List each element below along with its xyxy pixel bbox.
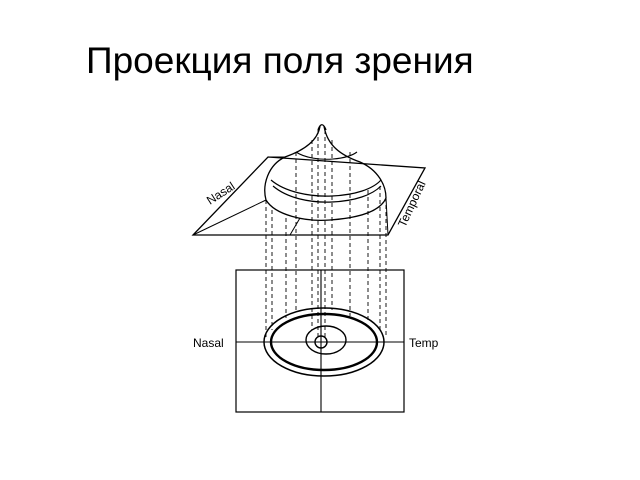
hill-mid-contour-2 [272,185,382,203]
hill-upper-contour [295,151,358,160]
isopter-outer [263,307,385,377]
surface-label-nasal: Nasal [204,179,237,207]
hill-peak [317,124,327,131]
field-map-2d [235,269,405,413]
plane-crease-left [192,199,267,236]
hill-base-contour [265,197,387,221]
projection-lines [265,130,387,340]
surface-label-temporal: Temporal [395,179,429,230]
map-label-temporal: Temp [409,336,439,350]
hill-mid-contour [270,179,382,197]
plane-crease-front [289,217,301,236]
hill-right-flank [323,125,387,199]
field-surface-3d [191,124,427,236]
map-label-nasal: Nasal [193,336,224,350]
fixation-point [314,335,328,349]
map-frame [235,269,405,413]
slide-title: Проекция поля зрения [86,40,474,81]
isopter-middle [269,312,379,372]
isopter-inner [305,325,347,355]
plane-crease-right [385,197,389,236]
